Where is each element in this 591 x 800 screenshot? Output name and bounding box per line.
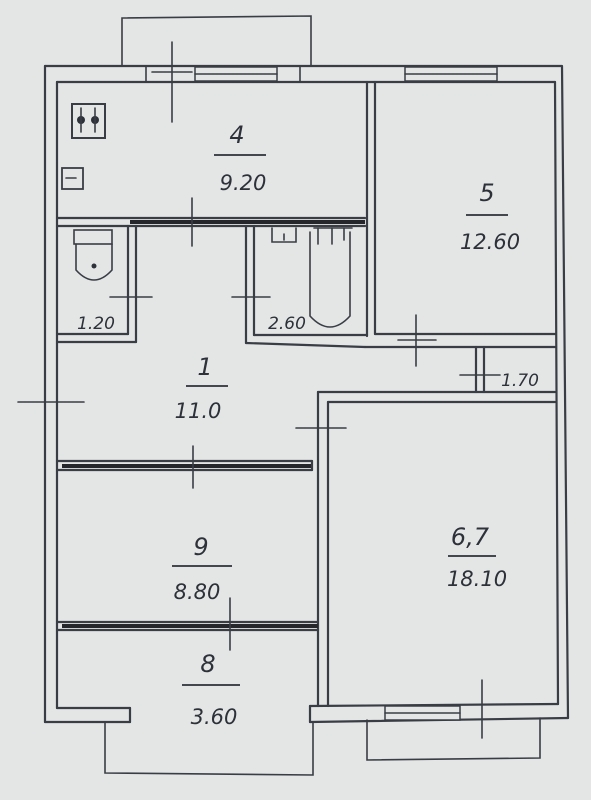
kitchen-number: 4 — [229, 121, 244, 149]
bottom-window — [384, 705, 461, 721]
label-corridor: 1 11.0 — [175, 353, 228, 423]
top-balcony-outline — [121, 15, 312, 67]
wc-area: 1.20 — [77, 314, 115, 334]
interior-walls — [55, 80, 557, 708]
label-room9: 9 8.80 — [172, 533, 232, 604]
label-room5: 5 12.60 — [460, 179, 520, 254]
closet-area: 1.70 — [501, 371, 539, 391]
kitchen-area: 9.20 — [220, 171, 267, 195]
corridor-area: 11.0 — [175, 399, 222, 423]
label-kitchen: 4 9.20 — [214, 121, 266, 195]
washbasin-icon — [271, 227, 297, 243]
bottom-right-balcony — [366, 717, 541, 761]
toilet-icon — [73, 229, 113, 281]
label-closet: 1.70 — [501, 371, 539, 391]
section-markers — [17, 41, 501, 739]
balcony8-number: 8 — [200, 650, 215, 678]
top-windows — [145, 65, 498, 83]
room67-number: 6,7 — [451, 523, 490, 551]
stove-icon — [71, 103, 106, 139]
label-room67: 6,7 18.10 — [447, 523, 507, 591]
label-bath: 2.60 — [268, 314, 306, 334]
room5-number: 5 — [479, 179, 494, 207]
balcony8-area: 3.60 — [191, 705, 238, 729]
bathtub-icon — [309, 227, 353, 328]
label-balcony8: 8 3.60 — [182, 650, 240, 729]
bottom-left-balcony — [104, 721, 314, 776]
room5-area: 12.60 — [460, 230, 520, 254]
outer-walls — [43, 64, 570, 724]
sink-icon — [61, 167, 84, 190]
room9-area: 8.80 — [174, 580, 221, 604]
room67-area: 18.10 — [447, 567, 507, 591]
label-wc: 1.20 — [77, 314, 115, 334]
corridor-number: 1 — [197, 353, 212, 381]
bath-area: 2.60 — [268, 314, 306, 334]
room9-number: 9 — [193, 533, 208, 561]
